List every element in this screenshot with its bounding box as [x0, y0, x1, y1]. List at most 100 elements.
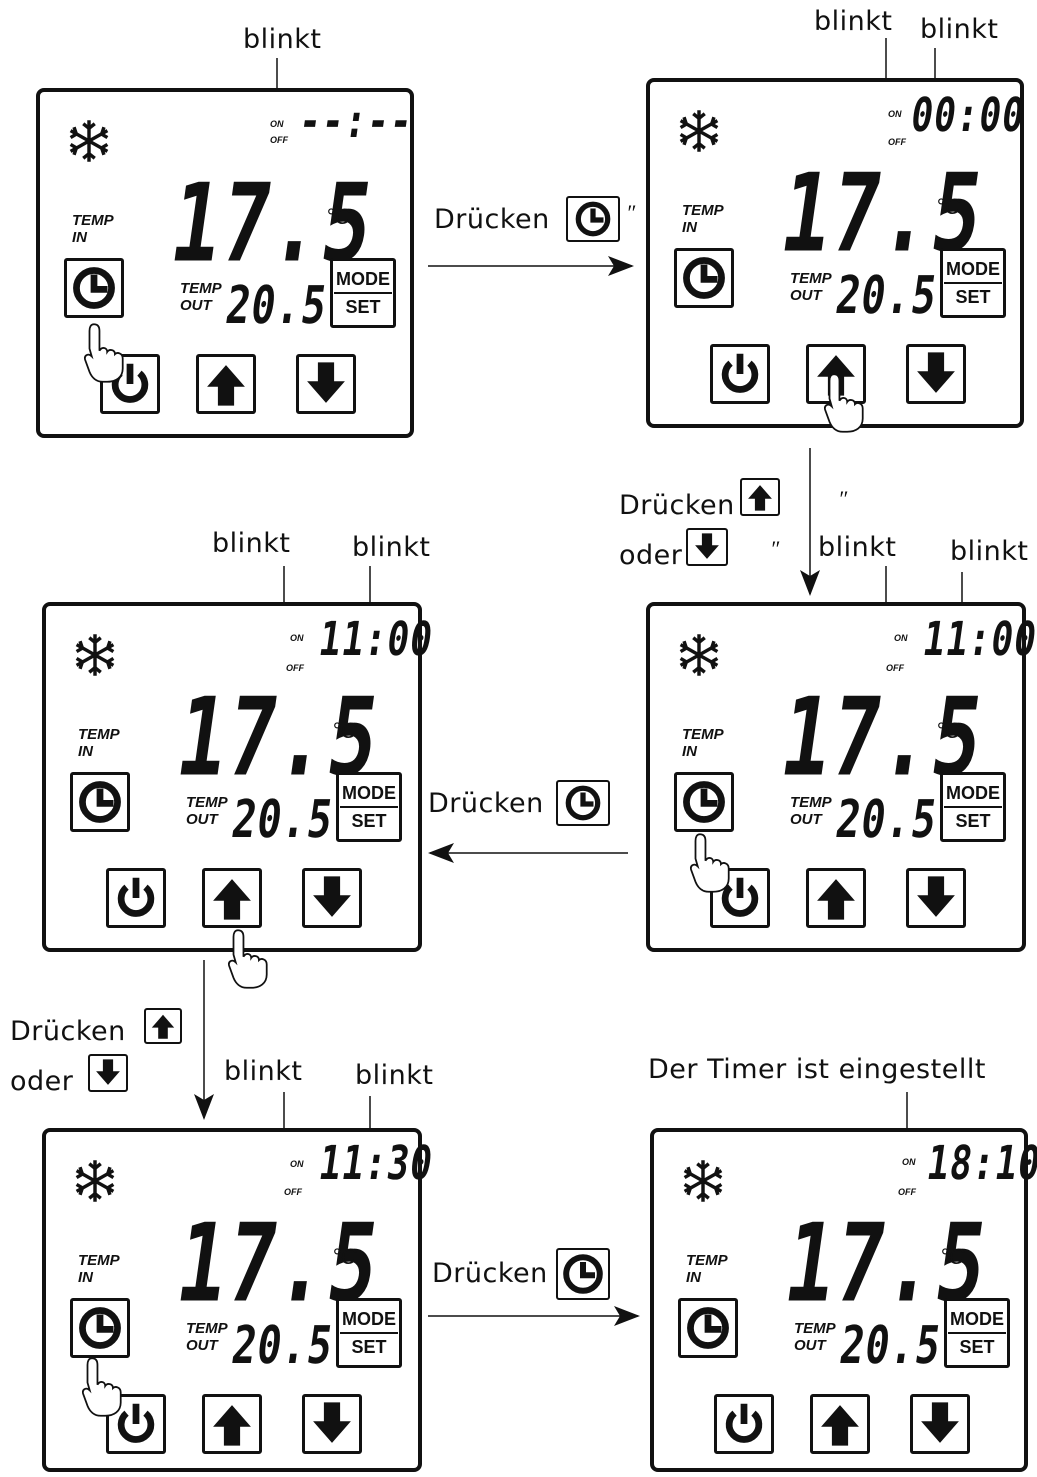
timer-button[interactable]	[64, 258, 124, 318]
off-indicator: OFF	[286, 664, 304, 673]
druecken-label: Drücken	[428, 790, 544, 817]
hand-pointer-icon	[226, 928, 272, 990]
temp-out-value: 20.5	[837, 1320, 945, 1372]
temp-in-label: TEMPIN	[686, 1252, 746, 1286]
druecken-label: Drücken	[434, 206, 550, 233]
up-button[interactable]	[810, 1394, 870, 1454]
temp-out-value: 20.5	[223, 280, 331, 332]
clock-display: 11:00	[920, 617, 1037, 664]
arrow-up-icon	[199, 357, 253, 411]
arrow-down-icon	[913, 1397, 967, 1451]
clock-key-icon	[566, 196, 620, 242]
blinkt-label: blinkt	[818, 534, 896, 561]
hand-pointer-icon	[82, 322, 128, 384]
power-icon	[109, 871, 163, 925]
oder-label: oder	[619, 542, 682, 569]
off-indicator: OFF	[888, 138, 906, 147]
blinkt-label: blinkt	[212, 530, 290, 557]
down-button[interactable]	[910, 1394, 970, 1454]
druecken-label: Drücken	[432, 1260, 548, 1287]
clock-key-icon	[556, 780, 610, 826]
up-button[interactable]	[202, 1394, 262, 1454]
arrow-down-icon	[909, 871, 963, 925]
snowflake-icon	[72, 632, 118, 678]
timer-button[interactable]	[674, 772, 734, 832]
arrow-up-key-icon	[740, 478, 780, 516]
celsius-unit: °C	[936, 718, 961, 744]
power-button[interactable]	[714, 1394, 774, 1454]
quote-mark: ″	[770, 536, 779, 562]
clock-icon	[67, 261, 121, 315]
arrow-down-key-icon	[686, 528, 728, 566]
timer-button[interactable]	[70, 772, 130, 832]
on-indicator: ON	[290, 634, 304, 643]
arrow-down-icon	[305, 1397, 359, 1451]
clock-display: 11:30	[316, 1141, 436, 1188]
power-button[interactable]	[106, 868, 166, 928]
hand-pointer-icon	[688, 832, 734, 894]
quote-mark: ″	[626, 200, 635, 226]
down-button[interactable]	[906, 344, 966, 404]
down-button[interactable]	[296, 354, 356, 414]
oder-label: oder	[10, 1068, 73, 1095]
down-button[interactable]	[302, 1394, 362, 1454]
arrow-up-icon	[205, 1397, 259, 1451]
snowflake-icon	[680, 1158, 726, 1204]
timer-button[interactable]	[70, 1298, 130, 1358]
arrow-up-icon	[809, 871, 863, 925]
blinkt-label: blinkt	[352, 534, 430, 561]
power-button[interactable]	[710, 344, 770, 404]
arrow-down-icon	[305, 871, 359, 925]
up-button[interactable]	[202, 868, 262, 928]
arrow-down-key-icon	[88, 1054, 128, 1092]
timer-button[interactable]	[674, 248, 734, 308]
clock-display: 18:10	[924, 1141, 1037, 1188]
hand-pointer-icon	[80, 1356, 126, 1418]
on-indicator: ON	[888, 110, 902, 119]
clock-icon	[73, 1301, 127, 1355]
hand-pointer-icon	[822, 372, 868, 434]
blinkt-label: blinkt	[243, 26, 321, 53]
temp-out-value: 20.5	[833, 794, 941, 846]
down-button[interactable]	[302, 868, 362, 928]
blinkt-label: blinkt	[355, 1062, 433, 1089]
up-button[interactable]	[806, 868, 866, 928]
down-button[interactable]	[906, 868, 966, 928]
power-icon	[717, 1397, 771, 1451]
druecken-label: Drücken	[619, 492, 735, 519]
quote-mark: ″	[838, 486, 847, 512]
power-icon	[713, 347, 767, 401]
timer-button[interactable]	[678, 1298, 738, 1358]
on-indicator: ON	[270, 120, 284, 129]
on-indicator: ON	[902, 1158, 916, 1167]
clock-icon	[73, 775, 127, 829]
up-button[interactable]	[196, 354, 256, 414]
clock-display: 11:00	[316, 617, 436, 664]
temp-out-value: 20.5	[833, 270, 941, 322]
arrow-down-icon	[909, 347, 963, 401]
on-indicator: ON	[290, 1160, 304, 1169]
celsius-unit: °C	[326, 204, 351, 230]
celsius-unit: °C	[936, 194, 961, 220]
snowflake-icon	[676, 108, 722, 154]
blinkt-label: blinkt	[224, 1058, 302, 1085]
off-indicator: OFF	[898, 1188, 916, 1197]
thermostat-panel-1: ON OFF --:-- 17.5 °C TEMPIN TEMPOUT 20.5…	[36, 88, 414, 438]
temp-out-value: 20.5	[229, 1320, 337, 1372]
arrow-down-icon	[299, 357, 353, 411]
arrow-up-icon	[813, 1397, 867, 1451]
snowflake-icon	[676, 632, 722, 678]
blinkt-label: blinkt	[920, 16, 998, 43]
